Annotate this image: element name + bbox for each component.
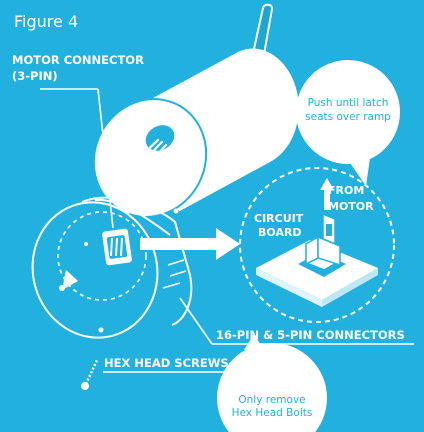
connectors-16-5-leader — [179, 297, 414, 345]
figure-title: Figure 4 — [14, 12, 78, 31]
rotation-arrow-head — [59, 242, 88, 291]
push-latch-bubble — [296, 60, 400, 186]
connectors-16-5-label: 16-PIN & 5-PIN CONNECTORS — [216, 328, 405, 342]
motor-shaft — [250, 3, 274, 62]
hex-head-screws-label: HEX HEAD SCREWS — [104, 356, 229, 370]
motor-connector-leader — [40, 88, 114, 229]
push-latch-text-1: Push until latch — [308, 97, 389, 109]
motor-connector-sublabel: (3-PIN) — [12, 69, 58, 83]
circuit-board-detail — [256, 178, 378, 307]
motor-body — [92, 48, 299, 218]
motor-connector-label: MOTOR CONNECTOR — [12, 53, 144, 67]
circuit-board-label-1: CIRCUIT — [254, 212, 304, 225]
from-motor-label-1: FROM — [328, 184, 364, 197]
hex-head-screw — [81, 359, 99, 390]
from-motor-label-2: MOTOR — [328, 200, 374, 213]
motor-connector-3pin — [102, 228, 132, 266]
only-remove-bubble — [217, 334, 327, 432]
cover-rotation-arrow — [57, 211, 147, 301]
circuit-board-label-2: BOARD — [258, 226, 302, 239]
push-arrow — [320, 178, 334, 210]
board-connector — [298, 212, 346, 277]
only-remove-text-2: Hex Head Bolts — [232, 407, 313, 419]
only-remove-text-1: Only remove — [238, 394, 305, 406]
push-latch-text-2: seats over ramp — [305, 111, 391, 123]
zoom-detail-circle — [239, 167, 395, 323]
zoom-arrow — [140, 228, 240, 260]
